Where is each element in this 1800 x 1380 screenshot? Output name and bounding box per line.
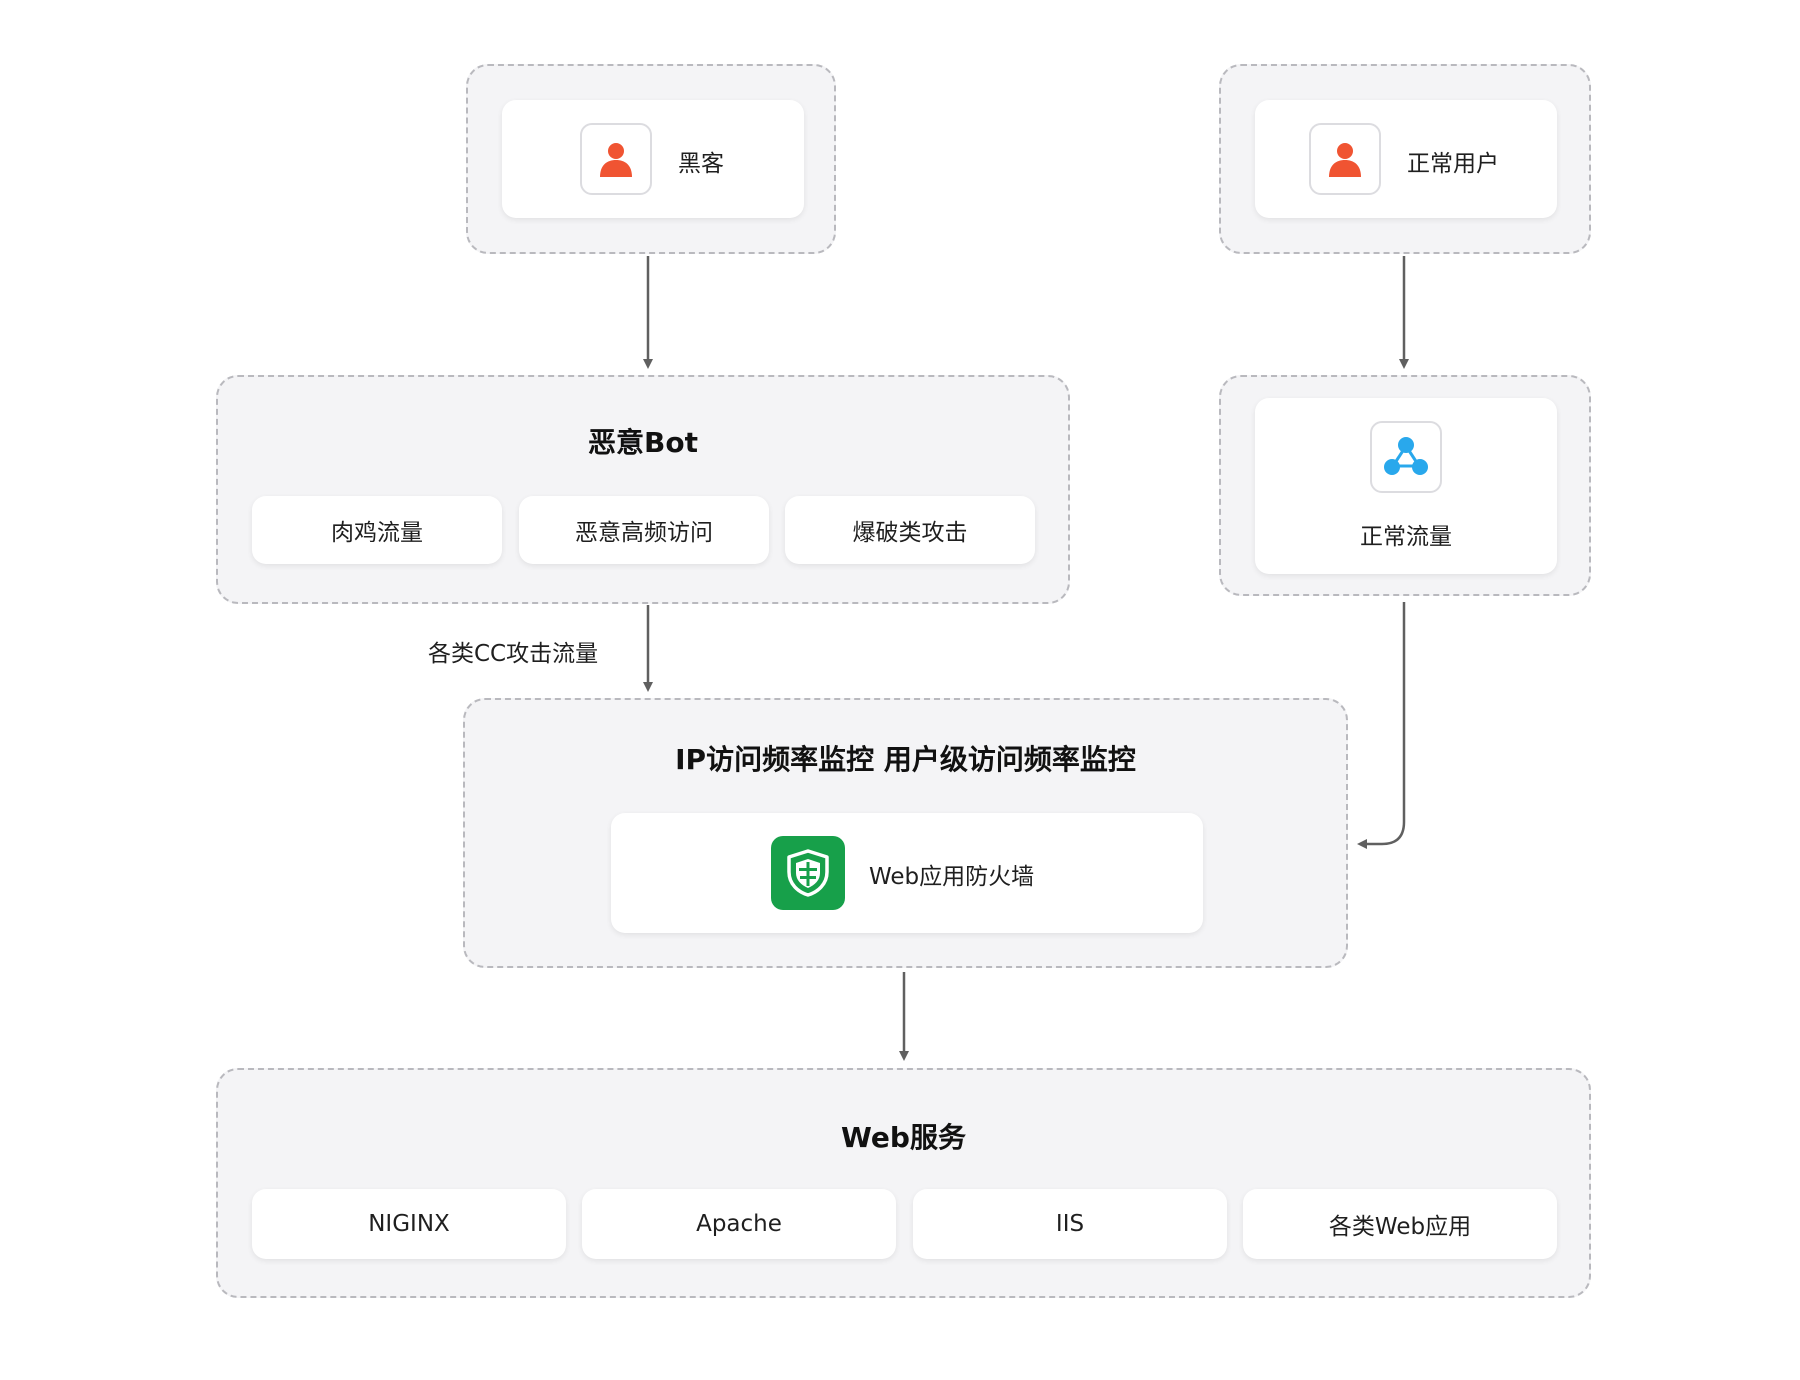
bot-item-zombie-traffic[interactable]: 肉鸡流量 (252, 496, 502, 564)
person-icon (600, 143, 632, 177)
bot-item-high-frequency[interactable]: 恶意高频访问 (519, 496, 769, 564)
hacker-group: 黑客 (466, 64, 836, 254)
web-service-group: Web服务 NIGINX Apache IIS 各类Web应用 (216, 1068, 1591, 1298)
hacker-card[interactable]: 黑客 (502, 100, 804, 218)
normal-traffic-icon-box (1370, 421, 1442, 493)
web-item-niginx[interactable]: NIGINX (252, 1189, 566, 1259)
web-item-apache[interactable]: Apache (582, 1189, 896, 1259)
hacker-icon-box (580, 123, 652, 195)
frequency-monitor-group: IP访问频率监控 用户级访问频率监控 Web应用防火墙 (463, 698, 1348, 968)
network-nodes-icon (1384, 437, 1428, 475)
waf-icon-box (771, 836, 845, 910)
hacker-label: 黑客 (678, 151, 724, 177)
waf-card[interactable]: Web应用防火墙 (611, 813, 1203, 933)
normal-user-icon-box (1309, 123, 1381, 195)
normal-user-group: 正常用户 (1219, 64, 1591, 254)
malicious-bot-group: 恶意Bot 肉鸡流量 恶意高频访问 爆破类攻击 (216, 375, 1070, 604)
frequency-monitor-title: IP访问频率监控 用户级访问频率监控 (675, 743, 1136, 776)
cc-attack-traffic-label: 各类CC攻击流量 (428, 641, 599, 667)
malicious-bot-title: 恶意Bot (588, 426, 698, 459)
normal-user-label: 正常用户 (1407, 151, 1499, 177)
shield-icon (787, 849, 829, 897)
web-item-web-apps[interactable]: 各类Web应用 (1243, 1189, 1557, 1259)
arrow-traffic-to-monitor (1357, 602, 1406, 849)
normal-traffic-label: 正常流量 (1360, 524, 1452, 550)
web-item-iis[interactable]: IIS (913, 1189, 1227, 1259)
normal-traffic-card[interactable]: 正常流量 (1255, 398, 1557, 574)
person-icon (1329, 143, 1361, 177)
waf-label: Web应用防火墙 (869, 864, 1035, 890)
web-service-title: Web服务 (841, 1121, 966, 1154)
normal-traffic-group: 正常流量 (1219, 375, 1591, 596)
normal-user-card[interactable]: 正常用户 (1255, 100, 1557, 218)
bot-item-brute-force[interactable]: 爆破类攻击 (785, 496, 1035, 564)
